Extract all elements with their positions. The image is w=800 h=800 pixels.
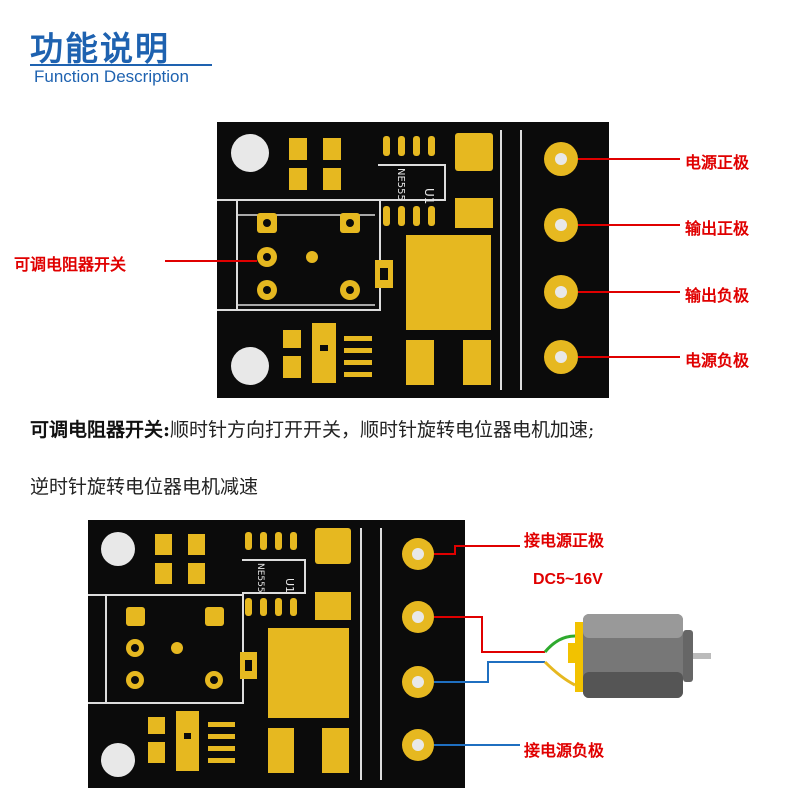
page-subtitle: Function Description	[34, 67, 189, 86]
mounting-hole	[231, 134, 269, 172]
description-text-1: 顺时针方向打开开关，顺时针旋转电位器电机加速;	[170, 419, 595, 441]
power-positive-label: 电源正极	[685, 153, 750, 172]
chip-label: U1	[283, 578, 296, 593]
dc-motor-illustration	[568, 614, 711, 698]
mounting-hole	[101, 743, 135, 777]
mounting-hole	[231, 347, 269, 385]
page-title: 功能说明	[30, 29, 170, 68]
chip-part: NE555	[255, 563, 265, 593]
power-negative-label: 电源负极	[685, 351, 750, 370]
pot-switch-label: 可调电阻器开关	[14, 255, 127, 274]
output-negative-label: 输出负极	[685, 286, 750, 305]
bottom-pcb-board: U1 NE555	[88, 520, 465, 788]
wiring	[434, 545, 576, 746]
description-line-2: 逆时针旋转电位器电机减速	[30, 476, 259, 498]
title-underline	[30, 64, 212, 66]
connect-negative-label: 接电源负极	[524, 741, 605, 760]
description-heading: 可调电阻器开关:	[30, 419, 171, 441]
connect-positive-label: 接电源正极	[524, 531, 605, 550]
voltage-label: DC5~16V	[533, 571, 603, 588]
chip-part: NE555	[395, 168, 406, 201]
mounting-hole	[101, 532, 135, 566]
top-pcb-board: U1 NE555	[217, 122, 609, 398]
output-positive-label: 输出正极	[685, 219, 750, 238]
description-line-1: 可调电阻器开关:顺时针方向打开开关，顺时针旋转电位器电机加速;	[30, 415, 594, 442]
chip-label: U1	[422, 188, 436, 204]
